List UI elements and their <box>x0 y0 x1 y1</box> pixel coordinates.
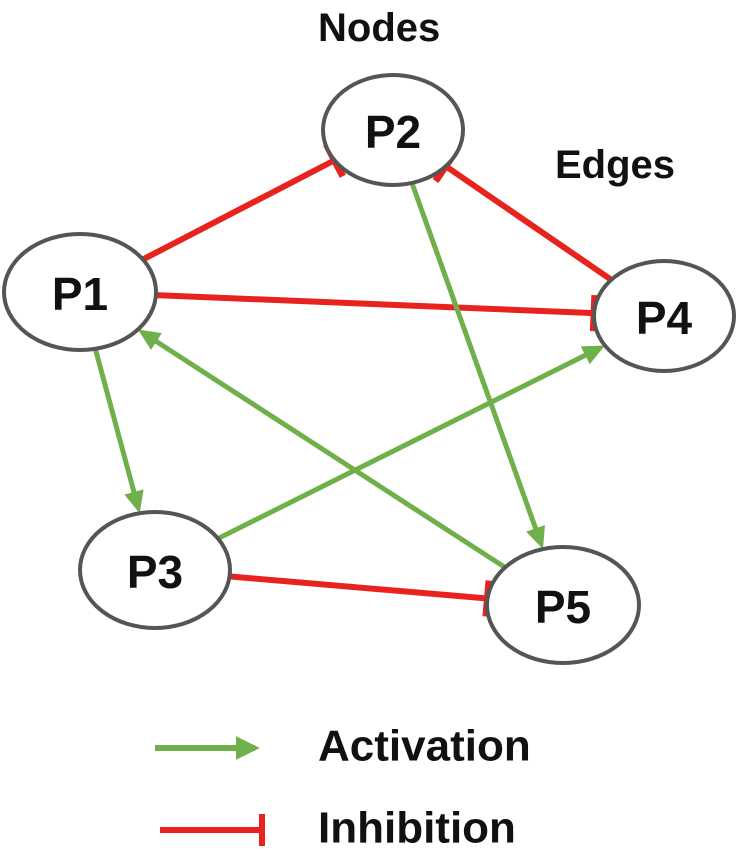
legend-inhibition-label: Inhibition <box>318 804 516 853</box>
edge-line-p5-p1 <box>141 330 507 570</box>
edge-arrowhead-p1-p3 <box>124 489 144 514</box>
edge-p1-p4-inhibition <box>155 292 599 332</box>
legend-activation-label: Activation <box>318 722 531 771</box>
node-p3[interactable]: P3 <box>78 510 232 630</box>
edge-line-p4-p2 <box>444 163 613 283</box>
node-p4-label: P4 <box>636 292 693 344</box>
edge-p5-p1-activation <box>137 329 507 570</box>
edge-line-p3-p4 <box>216 345 601 541</box>
edge-line-p3-p5 <box>229 573 488 602</box>
edge-p3-p4-activation <box>216 345 605 541</box>
edges-caption: Edges <box>555 143 675 187</box>
nodes-caption: Nodes <box>318 6 440 50</box>
edge-arrowhead-p2-p5 <box>526 524 545 550</box>
edge-arrowhead-p5-p1 <box>137 329 162 350</box>
edge-line-p1-p3 <box>92 348 141 509</box>
node-p2-label: P2 <box>365 106 421 158</box>
node-p5[interactable]: P5 <box>485 545 641 665</box>
edge-p2-p5-activation <box>409 182 545 550</box>
node-p3-label: P3 <box>127 546 183 598</box>
edge-line-p2-p5 <box>409 182 544 545</box>
edge-p1-p2-inhibition <box>141 142 346 263</box>
node-p2[interactable]: P2 <box>321 73 465 187</box>
node-p5-label: P5 <box>535 581 591 633</box>
edge-p1-p3-activation <box>92 348 144 514</box>
legend: Activation Inhibition <box>155 722 531 853</box>
node-p1-label: P1 <box>52 268 108 320</box>
edge-line-p1-p4 <box>155 292 595 317</box>
edge-line-p1-p2 <box>141 157 336 263</box>
node-p4[interactable]: P4 <box>592 259 736 373</box>
edge-arrowhead-p3-p4 <box>580 345 605 365</box>
edge-p3-p5-inhibition <box>229 573 493 617</box>
node-p1[interactable]: P1 <box>2 232 158 352</box>
